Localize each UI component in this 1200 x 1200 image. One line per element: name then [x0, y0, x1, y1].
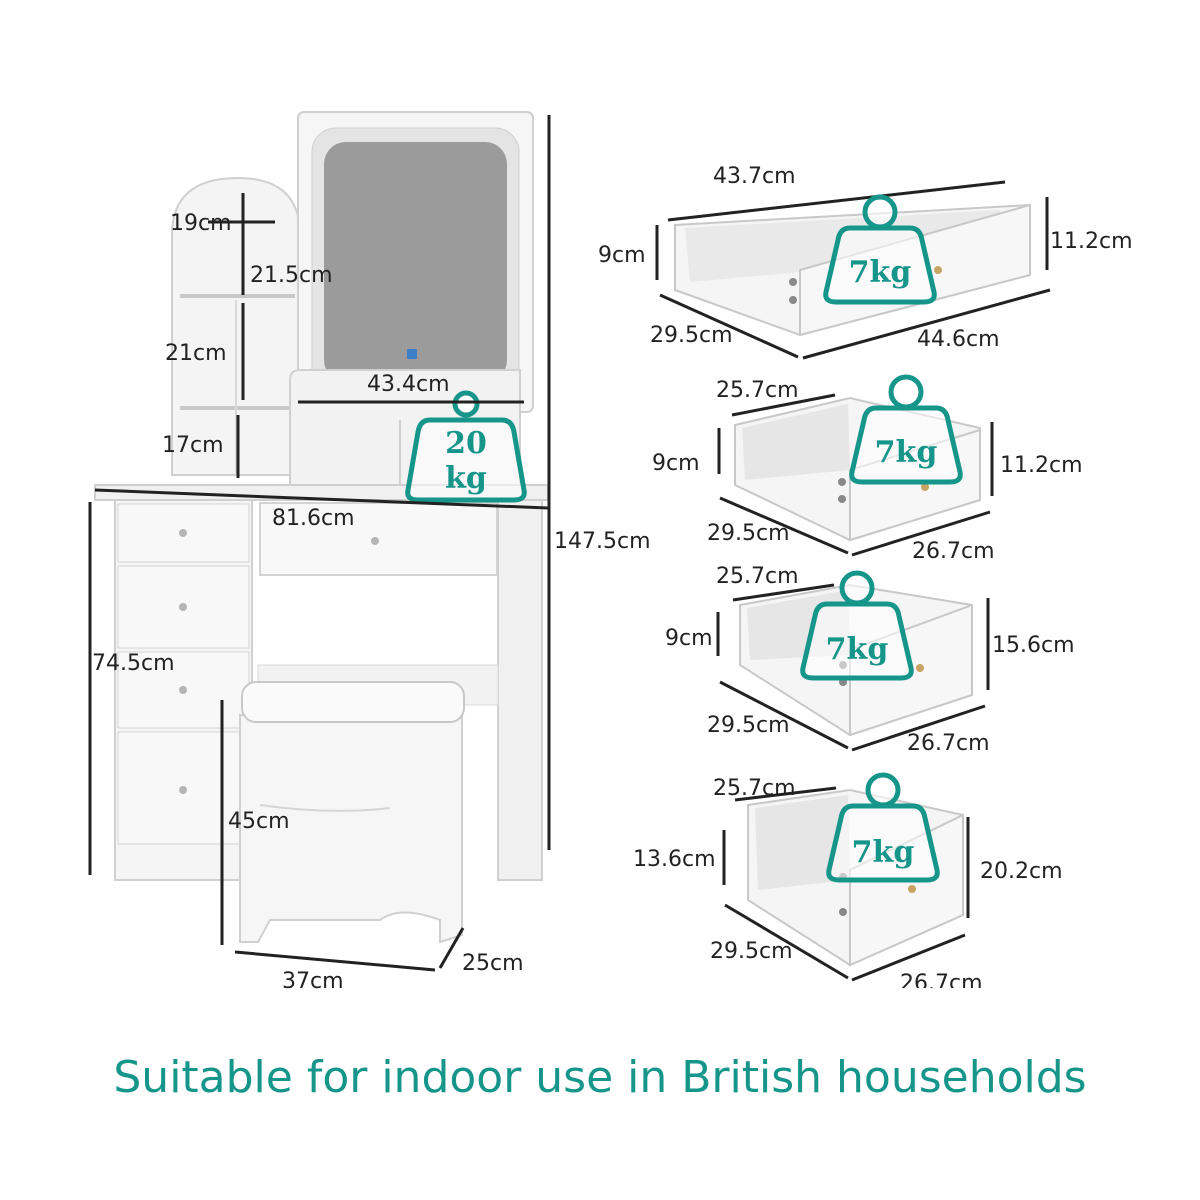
- dim-table-width: 81.6cm: [272, 506, 355, 531]
- dim-shelf-top-width: 19cm: [170, 211, 232, 236]
- drawer-inner: [755, 795, 850, 890]
- dim-depth: 29.5cm: [650, 323, 733, 348]
- dim-table-height: 74.5cm: [92, 651, 175, 676]
- dim-front-width: 26.7cm: [912, 539, 995, 564]
- weight-label-line2: kg: [445, 461, 487, 496]
- drawer-knob-icon: [934, 266, 942, 274]
- weight-icon: 7kg: [826, 772, 940, 883]
- dim-front-width: 26.7cm: [907, 731, 990, 756]
- drawer-knob-icon: [908, 885, 916, 893]
- right-leg-panel: [497, 499, 543, 881]
- dim-inner-height: 9cm: [652, 451, 700, 476]
- drawer-knob-icon: [916, 664, 924, 672]
- dim-front-height: 11.2cm: [1000, 453, 1083, 478]
- drawer-knob-icon: [179, 786, 187, 794]
- drawer-knob-icon: [179, 529, 187, 537]
- dim-shelf-mid: 21cm: [165, 341, 227, 366]
- dim-width-top: 25.7cm: [716, 564, 799, 589]
- weight-icon: 7kg: [849, 374, 963, 485]
- stool-body: [239, 714, 463, 944]
- drawer-knob-icon: [921, 483, 929, 491]
- dim-inner-height: 13.6cm: [633, 847, 716, 872]
- stool: [239, 681, 465, 944]
- drawer-1: 43.7cm 9cm 11.2cm 29.5cm 44.6cm 7kg: [598, 164, 1133, 360]
- dim-stool-depth: 25cm: [462, 951, 524, 976]
- drawer-screw-icon: [838, 495, 846, 503]
- weight-icon: 7kg: [823, 194, 937, 305]
- drawer-4: 25.7cm 13.6cm 20.2cm 29.5cm 26.7cm 7kg: [633, 772, 1063, 996]
- drawer-screw-icon: [838, 478, 846, 486]
- dim-mirror-width: 43.4cm: [367, 372, 450, 397]
- dim-shelf-depth: 21.5cm: [250, 263, 333, 288]
- mirror-glass: [324, 142, 507, 382]
- stool-cutout: [259, 804, 391, 812]
- dim-stool-width: 37cm: [282, 969, 344, 994]
- drawer-knob-icon: [179, 686, 187, 694]
- stool-cushion: [241, 681, 465, 723]
- dim-depth: 29.5cm: [707, 713, 790, 738]
- weight-icon: 20 kg: [405, 390, 527, 503]
- caption-banner: Suitable for indoor use in British house…: [113, 1052, 1087, 1103]
- table-dimension-labels: 19cm 21.5cm 21cm 43.4cm 17cm 81.6cm 147.…: [92, 211, 651, 994]
- dim-depth: 29.5cm: [707, 521, 790, 546]
- dim-depth: 29.5cm: [710, 939, 793, 964]
- vanity-table: 20 kg: [94, 111, 549, 944]
- dim-inner-height: 9cm: [665, 626, 713, 651]
- drawer-weight-label: 7kg: [849, 255, 912, 290]
- dim-front-width: 44.6cm: [917, 327, 1000, 352]
- weight-icon: 7kg: [800, 570, 914, 681]
- drawer-2: 25.7cm 9cm 11.2cm 29.5cm 26.7cm 7kg: [652, 374, 1083, 564]
- drawer-screw-icon: [839, 908, 847, 916]
- dim-total-height: 147.5cm: [554, 529, 651, 554]
- dim-width-top: 25.7cm: [716, 378, 799, 403]
- drawer-knob-icon: [371, 537, 379, 545]
- dim-front-height: 11.2cm: [1050, 229, 1133, 254]
- dim-width-top: 43.7cm: [713, 164, 796, 189]
- mirror-touch-icon: [407, 349, 417, 359]
- center-drawer: [259, 502, 498, 576]
- drawer-weight-label: 7kg: [826, 632, 889, 667]
- dim-width-top: 25.7cm: [713, 776, 796, 801]
- dim-stool-height: 45cm: [228, 809, 290, 834]
- drawer-inner: [742, 404, 850, 480]
- table-dimension-lines: [88, 115, 551, 972]
- drawer-screw-icon: [789, 278, 797, 286]
- drawer-3: 25.7cm 9cm 15.6cm 29.5cm 26.7cm 7kg: [665, 564, 1075, 756]
- dim-front-height: 15.6cm: [992, 633, 1075, 658]
- crop-strip: [880, 988, 1020, 1028]
- weight-label-line1: 20: [445, 426, 487, 461]
- drawer-weight-label: 7kg: [852, 835, 915, 870]
- drawer-screw-icon: [789, 296, 797, 304]
- drawer-knob-icon: [179, 603, 187, 611]
- drawer-weight-label: 7kg: [875, 435, 938, 470]
- dim-inner-height: 9cm: [598, 243, 646, 268]
- dim-shelf-low: 17cm: [162, 433, 224, 458]
- dim-front-height: 20.2cm: [980, 859, 1063, 884]
